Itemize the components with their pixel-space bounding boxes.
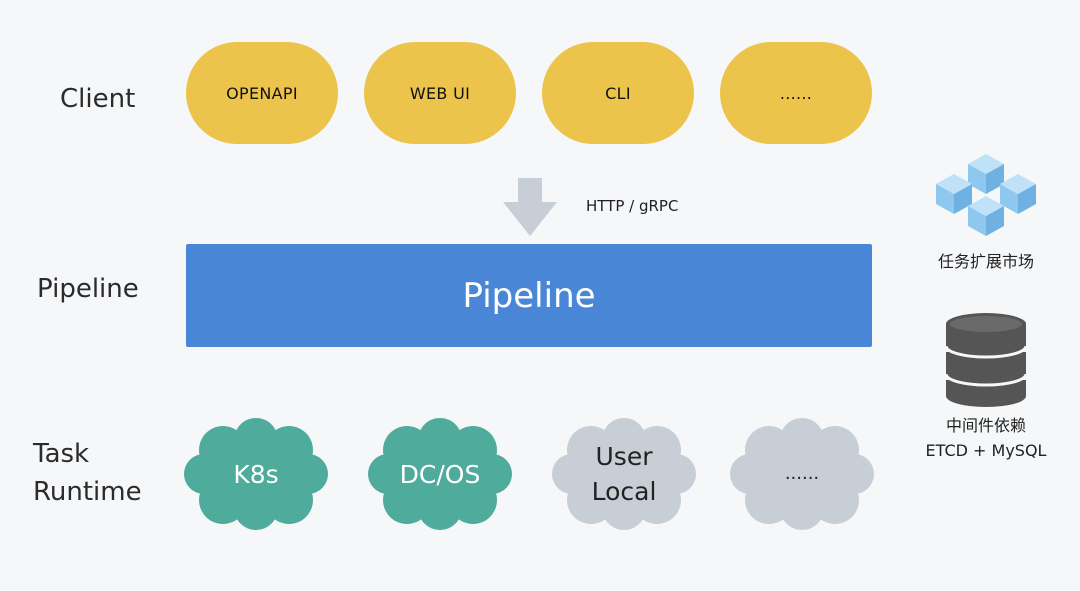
cloud-shape [368, 418, 512, 530]
runtime-k8s: K8s [183, 418, 329, 530]
market-label: 任务扩展市场 [937, 252, 1034, 271]
runtime-k8s-text: K8s [233, 459, 279, 489]
runtime-k8s-label: K8s [183, 418, 329, 530]
middleware-label: 中间件依赖 ETCD + MySQL [916, 414, 1056, 464]
runtime-more-label: ...... [729, 418, 875, 530]
runtime-user-text: User [595, 442, 653, 471]
client-web-ui: WEB UI [364, 42, 516, 144]
runtime-more: ...... [729, 418, 875, 530]
cloud-shape [184, 418, 328, 530]
database-icon [944, 313, 1028, 407]
runtime-user-local-label: User Local [551, 418, 697, 530]
layer-label-task: Task [33, 439, 90, 469]
runtime-dcos: DC/OS [367, 418, 513, 530]
protocol-label: HTTP / gRPC [586, 197, 679, 215]
middleware-detail: ETCD + MySQL [925, 440, 1047, 460]
pipeline-box: Pipeline [186, 244, 872, 347]
client-cli: CLI [542, 42, 694, 144]
down-arrow-icon [503, 178, 557, 236]
cloud-shape [730, 418, 874, 530]
client-openapi: OPENAPI [186, 42, 338, 144]
pipeline-box-label: Pipeline [462, 275, 596, 316]
cloud-shape [552, 418, 696, 530]
runtime-more-text: ...... [784, 463, 820, 485]
layer-label-pipeline: Pipeline [37, 274, 139, 304]
layer-label-runtime: Runtime [33, 476, 142, 507]
runtime-dcos-label: DC/OS [367, 418, 513, 530]
layer-label-client: Client [60, 84, 136, 114]
middleware-title: 中间件依赖 [945, 416, 1026, 435]
cubes-icon [936, 154, 1036, 236]
layer-label-task-runtime: Task Runtime [33, 436, 142, 511]
runtime-user-local: User Local [551, 418, 697, 530]
runtime-local-text: Local [591, 477, 657, 506]
runtime-dcos-text: DC/OS [399, 459, 481, 489]
client-more: ...... [720, 42, 872, 144]
